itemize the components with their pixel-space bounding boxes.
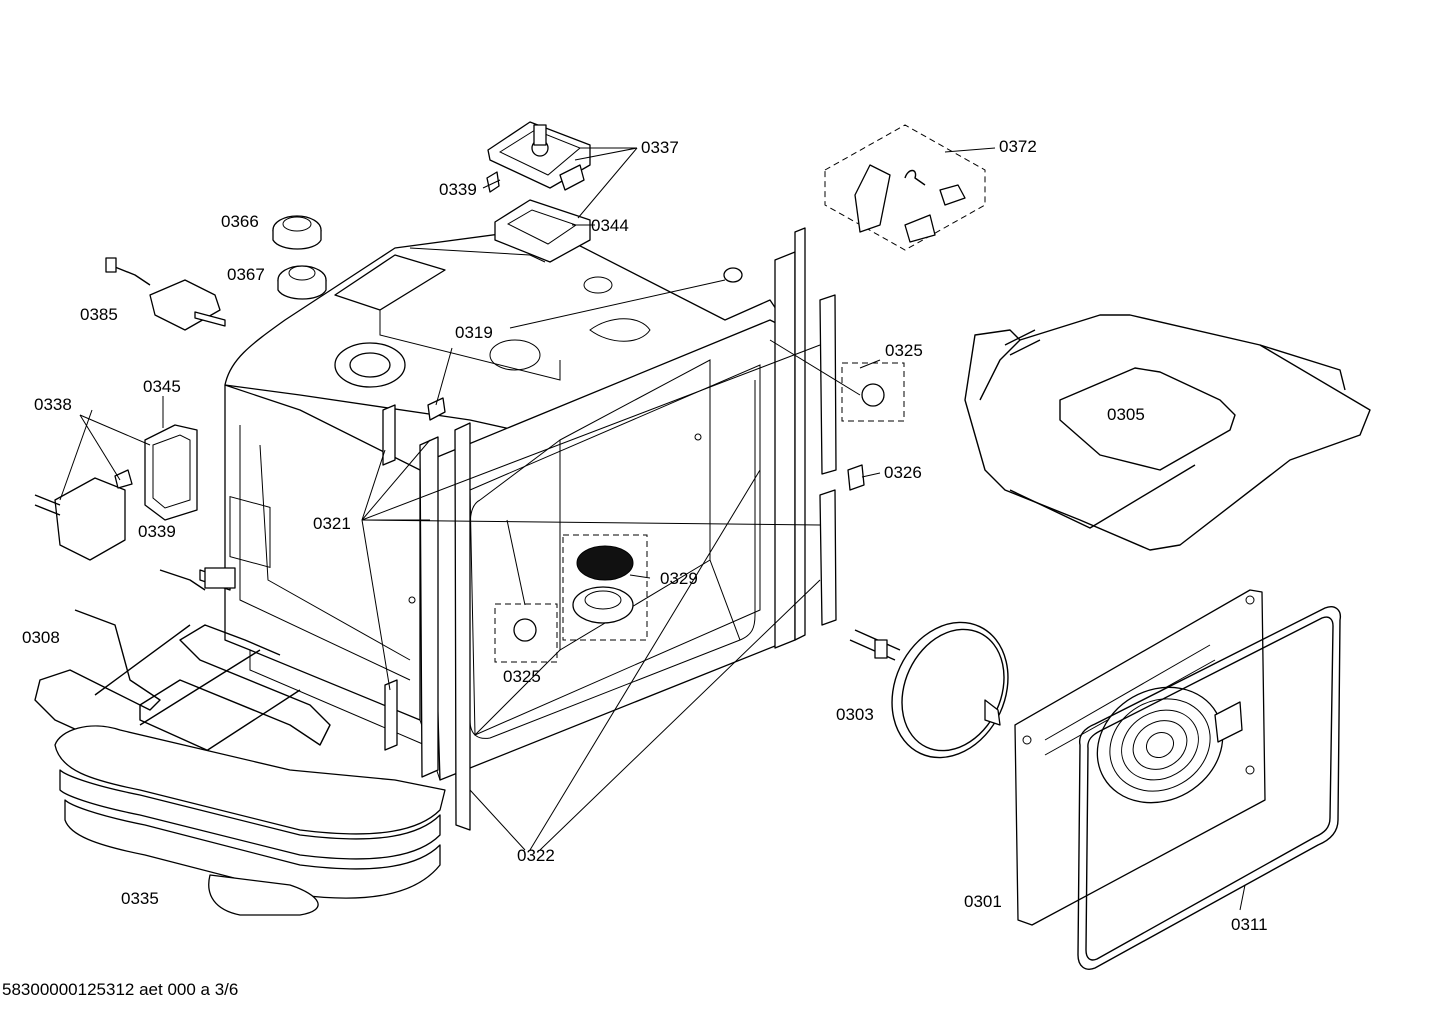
part-0339-top (486, 171, 500, 193)
label-0337: 0337 (641, 138, 679, 157)
label-0322: 0322 (517, 846, 555, 865)
part-0319 (427, 267, 743, 421)
label-0326: 0326 (884, 463, 922, 482)
part-0345 (144, 424, 198, 521)
label-0301: 0301 (964, 892, 1002, 911)
part-0372-group (824, 124, 986, 251)
part-0308 (34, 567, 331, 796)
part-0367 (277, 265, 327, 300)
label-0321: 0321 (313, 514, 351, 533)
part-0329 (562, 534, 648, 641)
label-0339-side: 0339 (138, 522, 176, 541)
label-0303: 0303 (836, 705, 874, 724)
label-0345: 0345 (143, 377, 181, 396)
label-0372: 0372 (999, 137, 1037, 156)
label-0329: 0329 (660, 569, 698, 588)
part-0311 (1077, 606, 1342, 970)
part-0301 (1014, 589, 1266, 926)
label-0335: 0335 (121, 889, 159, 908)
label-0308: 0308 (22, 628, 60, 647)
part-0325-upper (841, 362, 905, 422)
label-0344: 0344 (591, 216, 629, 235)
part-0321-brackets (199, 404, 398, 751)
leader-lines (59, 147, 1246, 911)
label-0339-top: 0339 (439, 180, 477, 199)
part-0303 (849, 621, 1009, 759)
part-0326 (847, 464, 865, 491)
part-0344 (494, 199, 591, 263)
part-0335 (54, 725, 446, 916)
part-0337 (487, 121, 591, 191)
part-labels: 0337 0339 0344 0366 0367 0385 0372 0319 … (22, 137, 1268, 934)
label-0311: 0311 (1231, 915, 1268, 934)
drawing-reference-number: 58300000125312 aet 000 a 3/6 (2, 980, 239, 999)
label-0338: 0338 (34, 395, 72, 414)
part-0305 (964, 314, 1371, 551)
label-0367: 0367 (227, 265, 265, 284)
part-0366 (272, 215, 322, 250)
label-0385: 0385 (80, 305, 118, 324)
part-0325-lower (494, 603, 558, 663)
label-0319: 0319 (455, 323, 493, 342)
part-0338 (34, 469, 133, 561)
label-0325-upper: 0325 (885, 341, 923, 360)
part-0385 (105, 257, 226, 331)
label-0325-lower: 0325 (503, 667, 541, 686)
label-0305: 0305 (1107, 405, 1145, 424)
label-0366: 0366 (221, 212, 259, 231)
part-0322-rails (819, 294, 837, 626)
